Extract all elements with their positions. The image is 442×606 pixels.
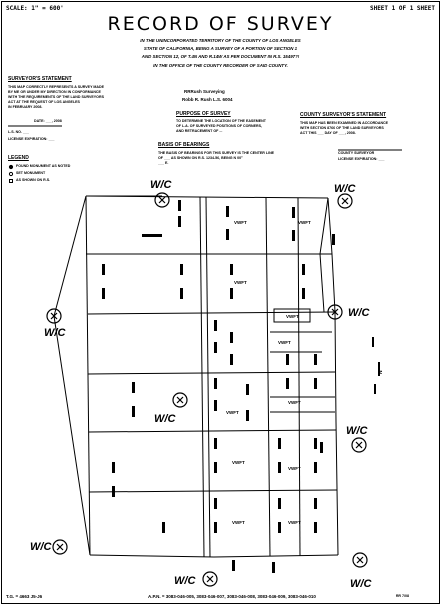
- parcel-label: VWFT: [226, 410, 239, 415]
- parcel-label: VWFT: [288, 466, 301, 471]
- monument-symbol-sw: [52, 539, 68, 555]
- surveyor-line-2: BY ME OR UNDER MY DIRECTION IN CONFORMAN…: [8, 90, 101, 94]
- surveyor-line-5: IN FEBRUARY 2008.: [8, 105, 43, 109]
- corner-tag-s: W/C: [174, 575, 196, 587]
- county-heading: COUNTY SURVEYOR'S STATEMENT: [300, 112, 387, 118]
- monument-symbol-e2: [351, 437, 367, 453]
- scale-note: SCALE: 1" = 600': [6, 5, 64, 12]
- parcel-label: VWFT: [288, 520, 301, 525]
- purpose-heading: PURPOSE OF SURVEY: [176, 111, 231, 117]
- legend-item-2: SET MONUMENT: [16, 171, 46, 175]
- monument-symbol-s: [202, 571, 218, 587]
- surveyor-signature: L.S. NO. ___: [8, 130, 29, 134]
- legend-item-1: FOUND MONUMENT AS NOTED: [16, 164, 71, 168]
- parcel-label: VWFT: [232, 460, 245, 465]
- monument-symbol-nw: [154, 192, 170, 208]
- parcel-label: VWFT: [286, 314, 299, 319]
- purpose-line-2: OF L.A. OF SURVEYED POSITIONS OF CORNERS…: [176, 124, 262, 128]
- description-line-2: STATE OF CALIFORNIA, BEING A SURVEY OF A…: [143, 46, 298, 51]
- corner-tag-mid: W/C: [154, 413, 176, 425]
- description-line-1: IN THE UNINCORPORATED TERRITORY OF THE C…: [140, 38, 301, 43]
- firm-name: RRRush Surveying: [184, 89, 225, 94]
- corner-tag-w: W/C: [44, 327, 66, 339]
- surveyor-date: DATE: ___, 2008: [34, 119, 62, 123]
- monument-symbol-ne: [337, 193, 353, 209]
- description-line-4: IN THE OFFICE OF THE COUNTY RECORDER OF …: [153, 63, 288, 68]
- basis-heading: BASIS OF BEARINGS: [158, 142, 210, 148]
- county-line-2: WITH SECTION 8766 OF THE LAND SURVEYORS: [300, 126, 384, 130]
- page-title: RECORD OF SURVEY: [107, 13, 334, 35]
- basis-line-2: OF ___ AS SHOWN ON R.S. 1234-56, BEING N…: [158, 156, 243, 160]
- monument-symbol-w: [46, 308, 62, 324]
- monument-symbol-mid: [172, 392, 188, 408]
- parcel-label: VWFT: [288, 400, 301, 405]
- purpose-line-3: AND RETRACEMENT OF ...: [176, 129, 223, 133]
- county-signature-label: COUNTY SURVEYOR: [338, 151, 375, 155]
- corner-tag-e: W/C: [348, 307, 370, 319]
- sheet-number: SHEET 1 OF 1 SHEET: [369, 5, 435, 12]
- legend-item-3: AS SHOWN ON R.S.: [16, 178, 51, 182]
- parcel-label: VWFT: [232, 520, 245, 525]
- corner-tag-sw: W/C: [30, 541, 52, 553]
- surveyor-statement-heading: SURVEYOR'S STATEMENT: [8, 76, 72, 82]
- county-line-1: THIS MAP HAS BEEN EXAMINED IN ACCORDANCE: [300, 121, 389, 125]
- parcel-label: VWFT: [234, 280, 247, 285]
- apn-list: A.P.N. = 3083-046-005, 3083-046-007, 308…: [148, 593, 316, 599]
- county-line-3: ACT THIS ___ DAY OF ___, 2008.: [300, 131, 356, 135]
- monument-symbol-e: [327, 304, 343, 320]
- basis-line-3: ___ E.: [158, 161, 169, 165]
- legend-heading: LEGEND: [8, 155, 29, 161]
- description-line-3: AND SECTION 12, OF T.4N AND R.14W AS PER…: [141, 54, 300, 59]
- dimension-marks: [102, 200, 380, 573]
- county-license: LICENSE EXPIRATION: ___: [338, 157, 385, 161]
- surveyor-license: LICENSE EXPIRATION: ___: [8, 137, 55, 141]
- corner-tag-se: W/C: [350, 578, 372, 590]
- monument-symbol-se: [352, 552, 368, 568]
- parcel-label: VWFT: [234, 220, 247, 225]
- corner-tag-ne: W/C: [334, 183, 356, 195]
- north-label: N: [378, 370, 384, 374]
- corner-tag-e2: W/C: [346, 425, 368, 437]
- drawn-by: RR 7/08: [395, 594, 409, 599]
- surveyor-line-4: ACT AT THE REQUEST OF LOS ANGELES: [8, 100, 80, 104]
- parcel-label: VWFT: [298, 220, 311, 225]
- corner-tag-nw: W/C: [150, 179, 172, 191]
- thomas-guide-ref: T.G. = 4663 J5-J6: [6, 593, 43, 599]
- parcel-label: VWFT: [278, 340, 291, 345]
- basis-line-1: THE BASIS OF BEARINGS FOR THIS SURVEY IS…: [158, 151, 275, 155]
- firm-surveyor: Robb R. Rush L.S. 6004: [182, 97, 233, 102]
- purpose-line-1: TO DETERMINE THE LOCATION OF THE EASEMEN…: [176, 119, 266, 123]
- surveyor-line-1: THIS MAP CORRECTLY REPRESENTS A SURVEY M…: [8, 85, 104, 89]
- surveyor-line-3: WITH THE REQUIREMENTS OF THE LAND SURVEY…: [8, 95, 104, 99]
